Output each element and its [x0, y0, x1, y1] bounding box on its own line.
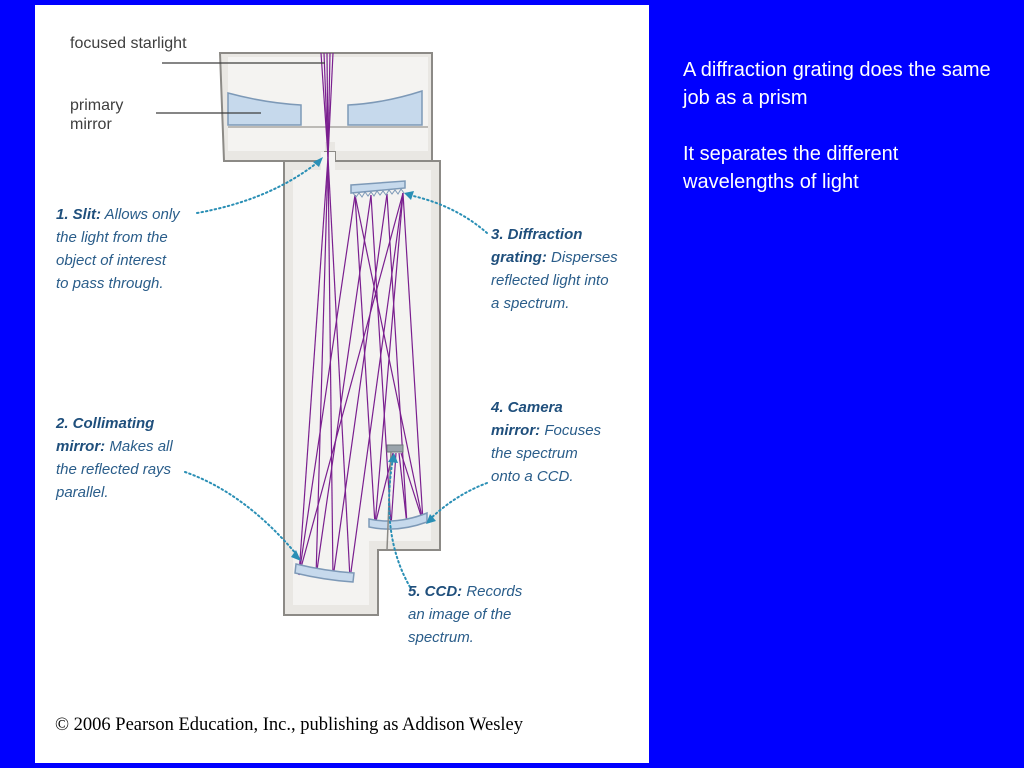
callout-grating-title2: grating: — [491, 249, 547, 266]
callout-slit: 1. Slit: Allows only the light from the … — [56, 203, 180, 295]
focused-starlight-label: focused starlight — [70, 35, 187, 52]
grating-leader — [408, 194, 488, 234]
callout-camera-desc-0: Focuses — [544, 422, 602, 439]
primary-mirror-right — [347, 89, 423, 126]
callout-grating-title: 3. Diffraction — [491, 226, 583, 243]
collimating-leader — [184, 471, 298, 556]
camera-leader — [428, 482, 488, 521]
callout-slit-title: 1. Slit: — [56, 206, 102, 223]
ccd-leader — [388, 457, 411, 588]
primary-mirror-left — [227, 92, 302, 126]
slit-leader — [196, 161, 319, 214]
callout-collimating-desc-2: parallel. — [56, 484, 109, 501]
diagram-panel: focused starlight primary mirror 1. Slit… — [35, 5, 649, 763]
callout-slit-desc-1: the light from the — [56, 229, 168, 246]
callout-camera-mirror: 4. Camera mirror: Focuses the spectrum o… — [491, 396, 601, 488]
collimated-rays — [298, 192, 404, 580]
callout-collimating-mirror: 2. Collimating mirror: Makes all the ref… — [56, 412, 173, 504]
copyright-notice: © 2006 Pearson Education, Inc., publishi… — [55, 715, 523, 735]
spectrograph-diagram — [156, 52, 488, 616]
callout-grating-desc-1: reflected light into — [491, 272, 609, 289]
callout-ccd-desc-2: spectrum. — [408, 629, 474, 646]
callout-ccd: 5. CCD: Records an image of the spectrum… — [408, 580, 522, 649]
diffraction-grating — [350, 180, 406, 198]
callout-ccd-desc-1: an image of the — [408, 606, 512, 623]
callout-grating-desc-2: a spectrum. — [491, 295, 570, 312]
callout-grating-desc-0: Disperses — [551, 249, 618, 266]
dispersed-rays — [354, 192, 424, 527]
callout-slit-desc-0: Allows only — [104, 206, 180, 223]
collimating-mirror — [294, 563, 355, 583]
ccd-detector — [386, 444, 404, 453]
callout-camera-title2: mirror: — [491, 422, 541, 439]
callout-collimating-title: 2. Collimating — [56, 415, 155, 432]
callout-ccd-title: 5. CCD: — [408, 583, 463, 600]
callout-collimating-desc-1: the reflected rays — [56, 461, 172, 478]
callout-camera-desc-1: the spectrum — [491, 445, 578, 462]
callout-camera-desc-2: onto a CCD. — [491, 468, 574, 485]
side-text: A diffraction grating does the same job … — [683, 56, 1003, 224]
callout-diffraction-grating: 3. Diffraction grating: Disperses reflec… — [491, 223, 618, 315]
callout-ccd-desc-0: Records — [466, 583, 523, 600]
primary-mirror-label: primary mirror — [70, 97, 124, 133]
starlight-rays — [320, 52, 334, 158]
callout-camera-title: 4. Camera — [491, 399, 563, 416]
callout-slit-desc-2: object of interest — [56, 252, 167, 269]
side-paragraph-1: A diffraction grating does the same job … — [683, 59, 991, 109]
side-paragraph-2: It separates the different wavelengths o… — [683, 143, 899, 193]
callout-slit-desc-3: to pass through. — [56, 275, 164, 292]
callout-collimating-title2: mirror: — [56, 438, 106, 455]
callout-collimating-desc-0: Makes all — [109, 438, 173, 455]
